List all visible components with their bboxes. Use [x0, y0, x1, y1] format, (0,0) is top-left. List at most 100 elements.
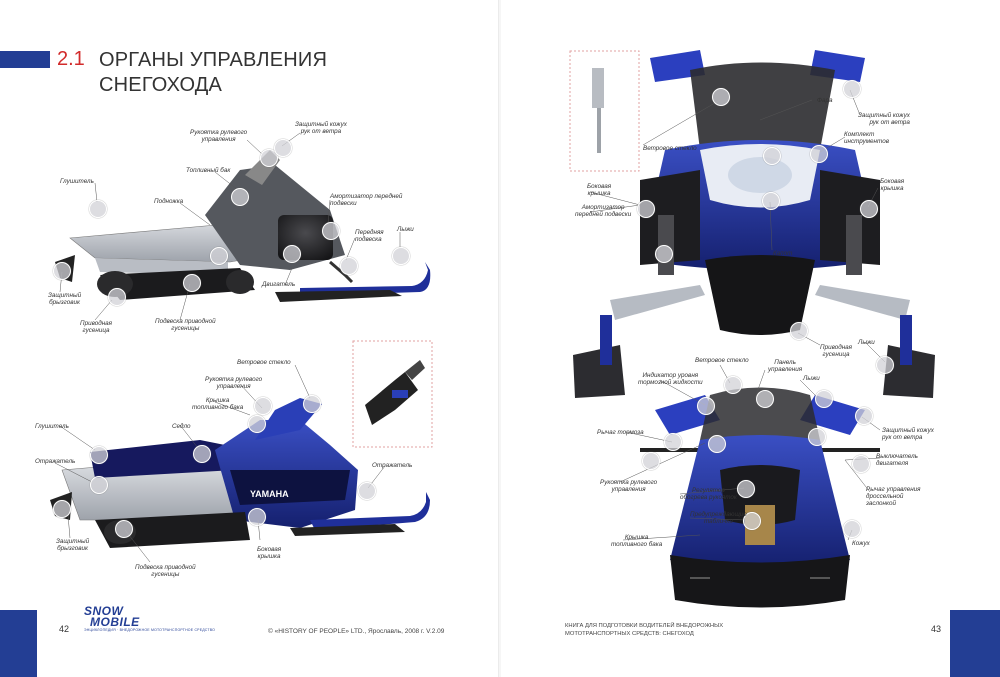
marker-reflector-left [90, 476, 108, 494]
marker-front-susp [340, 257, 358, 275]
label-warning-plates-4: Предупреждающие таблички [690, 511, 747, 525]
label-handlebar-2: Рукоятка рулевого управления [205, 376, 263, 390]
label-hand-guard-3: Защитный кожух рук от ветра [858, 112, 910, 126]
copyright-text: © «HISTORY OF PEOPLE» LTD., Ярославль, 2… [268, 628, 445, 635]
chapter-number: 2.1 [57, 48, 85, 70]
label-drive-track-3: Приводная гусеница [820, 344, 853, 358]
logo-line2: MOBILE [90, 615, 140, 629]
page-number-right: 43 [931, 624, 942, 634]
marker-throttle-4 [852, 455, 870, 473]
label-seat-2: Седло [172, 423, 191, 430]
label-instruments-3: Комплект инструментов [844, 131, 889, 145]
label-side-cover-2: Боковая крышка [257, 546, 282, 560]
label-hood-3: Капот [773, 250, 793, 257]
label-track-susp-2: Подвеска приводной гусеницы [135, 564, 196, 578]
marker-brake-tip-4 [642, 452, 660, 470]
label-brake-lever-4: Рычаг тормоза [597, 429, 644, 436]
label-handlebar: Рукоятка рулевого управления [190, 129, 248, 143]
chapter-accent-bar [0, 51, 50, 68]
marker-instruments-3 [810, 145, 828, 163]
marker-skis [392, 247, 410, 265]
marker-muffler-2 [90, 446, 108, 464]
marker-handlebar-4 [708, 435, 726, 453]
label-side-cover-right: Боковая крышка [880, 178, 905, 192]
marker-seat-2 [193, 445, 211, 463]
snowmobile-logo: SNOW MOBILE ЭНЦИКЛОПЕДИЯ · ВНЕДОРОЖНОЕ М… [84, 604, 216, 636]
label-footrest: Подножка [154, 198, 184, 205]
label-front-shock-3: Амортизатор передней подвески [575, 204, 632, 218]
marker-reflector-right [358, 482, 376, 500]
label-cover-4: Кожух [852, 540, 870, 547]
book-title: КНИГА ДЛЯ ПОДГОТОВКИ ВОДИТЕЛЕЙ ВНЕДОРОЖН… [565, 623, 724, 637]
chapter-title-line1: ОРГАНЫ УПРАВЛЕНИЯ [99, 49, 328, 71]
marker-flap-2 [53, 500, 71, 518]
page-gutter [498, 0, 502, 677]
marker-warning-plates-4 [743, 512, 761, 530]
left-page [0, 0, 499, 677]
marker-track-susp [183, 274, 201, 292]
label-flap: Защитный брызговик [48, 292, 82, 306]
page-number-left: 42 [59, 624, 70, 634]
marker-panel-4 [756, 390, 774, 408]
marker-handlebar [260, 149, 278, 167]
marker-hand-guard-3 [843, 80, 861, 98]
marker-cover-4 [843, 520, 861, 538]
logo-line1: SNOW [84, 604, 124, 618]
marker-kill-switch-4 [808, 428, 826, 446]
marker-drive-track-3 [790, 322, 808, 340]
marker-front-shock-3 [655, 245, 673, 263]
label-hand-guard: Защитный кожух рук от ветра [295, 121, 347, 135]
marker-fuel-tank [231, 188, 249, 206]
label-front-susp: Передняя подвеска [355, 229, 384, 243]
marker-hand-guard-4 [855, 407, 873, 425]
label-panel-4: Панель управления [768, 359, 803, 373]
marker-engine [283, 245, 301, 263]
label-headlight-3: Фара [817, 97, 833, 104]
chapter-title-line2: СНЕГОХОДА [99, 74, 223, 96]
label-throttle-4: Рычаг управления дроссельной заслонкой [866, 486, 921, 507]
marker-windshield-3 [712, 88, 730, 106]
label-windshield-3: Ветровое стекло [643, 145, 697, 152]
label-muffler: Глушитель [60, 178, 94, 185]
marker-front-shock [322, 222, 340, 240]
marker-side-cover-2 [248, 508, 266, 526]
marker-hand-guard [274, 139, 292, 157]
marker-footrest [210, 247, 228, 265]
marker-muffler [89, 200, 107, 218]
marker-hood-3 [762, 192, 780, 210]
marker-fuel-cap-2 [248, 415, 266, 433]
label-muffler-2: Глушитель [35, 423, 69, 430]
label-handlebar-4: Рукоятка рулевого управления [600, 479, 658, 493]
label-brake-fluid-4: Индикатор уровня тормозной жидкости [638, 372, 703, 386]
label-fuel-tank: Топливный бак [186, 167, 231, 174]
marker-drive-track [108, 288, 126, 306]
marker-skis-3 [876, 356, 894, 374]
label-engine: Двигатель [262, 281, 296, 288]
marker-side-cover-right [860, 200, 878, 218]
marker-track-susp-2 [115, 520, 133, 538]
footer-band-left [0, 610, 37, 677]
marker-windshield-4 [724, 376, 742, 394]
label-track-susp: Подвеска приводной гусеницы [155, 318, 216, 332]
footer-band-right [950, 610, 1000, 677]
label-kill-switch-4: Выключатель двигателя [876, 453, 918, 467]
label-windshield-4: Ветровое стекло [695, 357, 749, 364]
logo-subtitle: ЭНЦИКЛОПЕДИЯ · ВНЕДОРОЖНОЕ МОТОТРАНСПОРТ… [84, 628, 216, 632]
label-front-shock: Амортизатор передней подвески [330, 193, 403, 207]
label-hand-guard-4: Защитный кожух рук от ветра [882, 427, 934, 441]
marker-flap [53, 262, 71, 280]
marker-windshield-2 [303, 395, 321, 413]
label-fuel-cap-2: Крышка топливного бака [192, 397, 244, 411]
marker-brake-lever-4 [664, 433, 682, 451]
label-skis: Лыжи [397, 226, 414, 233]
label-reflector-right: Отражатель [372, 462, 413, 469]
chapter-title: ОРГАНЫ УПРАВЛЕНИЯ СНЕГОХОДА [99, 48, 327, 98]
label-skis-3: Лыжи [858, 339, 875, 346]
label-fuel-cap-4: Крышка топливного бака [611, 534, 663, 548]
label-grip-heater-4: Регулятор обогрева рукояток [680, 487, 737, 501]
marker-grip-heater-4 [737, 480, 755, 498]
marker-handlebar-2 [254, 397, 272, 415]
label-flap-2: Защитный брызговик [56, 538, 90, 552]
label-reflector-left: Отражатель [35, 458, 76, 465]
marker-side-cover-left [637, 200, 655, 218]
